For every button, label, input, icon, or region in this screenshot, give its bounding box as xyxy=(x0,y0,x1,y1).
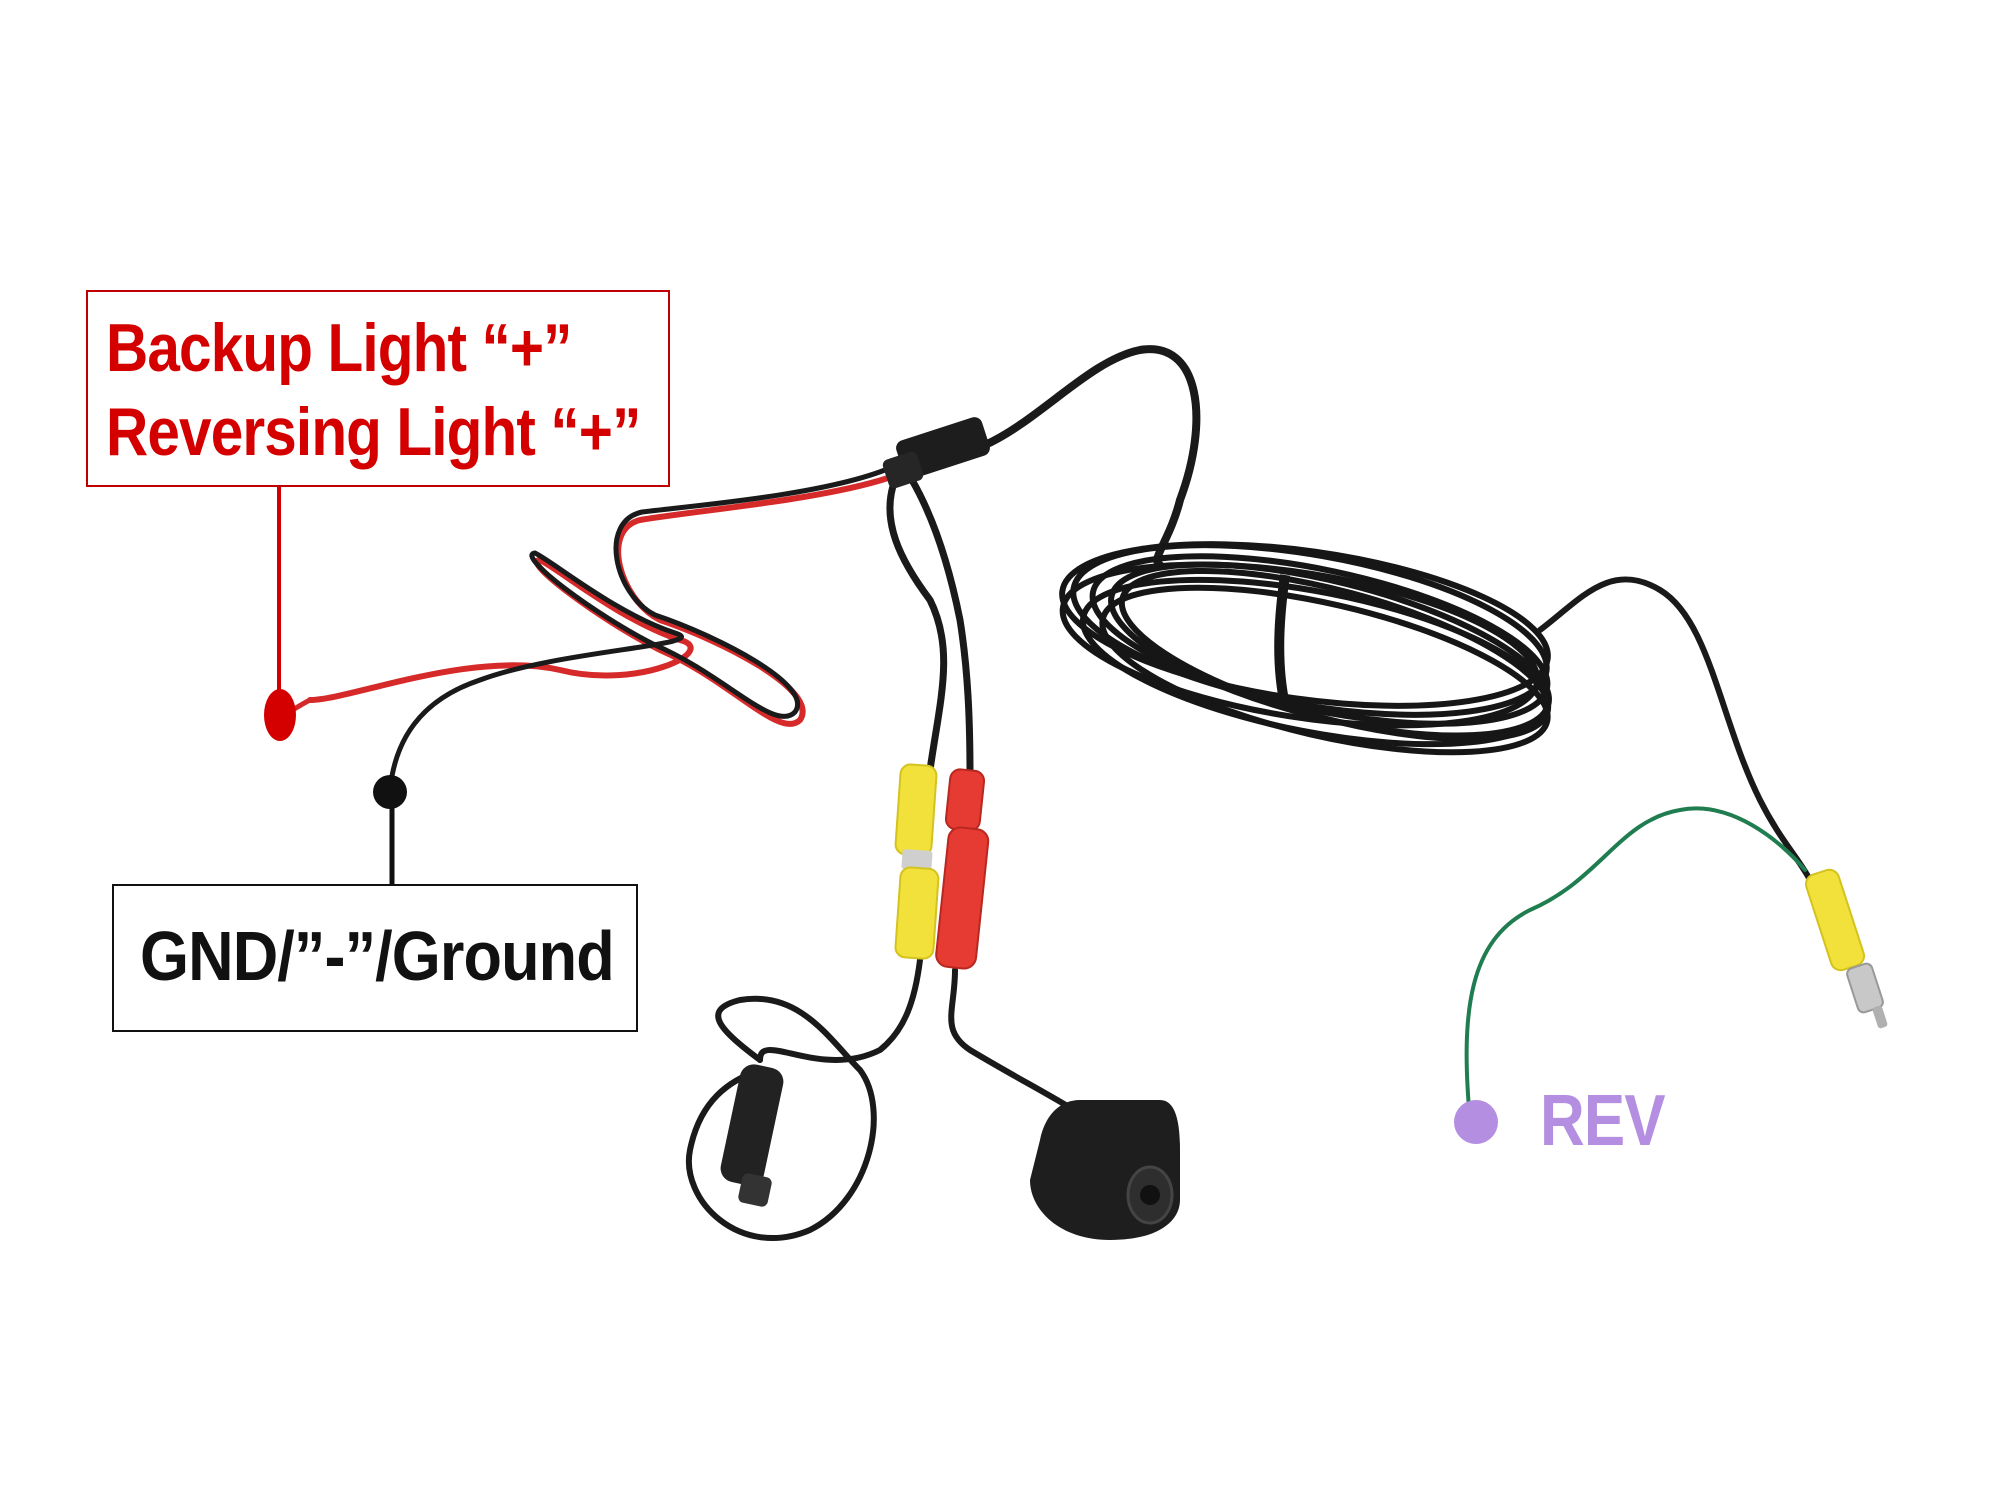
red-wire xyxy=(307,475,891,727)
cable-to-yellow-rca xyxy=(886,476,948,774)
power-harness xyxy=(279,467,891,793)
rca-connector-red-icon xyxy=(935,768,990,970)
cable-lower-red xyxy=(948,967,1093,1123)
green-rev-wire xyxy=(1464,806,1807,1122)
rca-lead xyxy=(1464,576,1813,1122)
callout-markers xyxy=(264,487,1498,1144)
rev-label: REV xyxy=(1540,1081,1666,1161)
ground-label: GND/”-”/Ground xyxy=(140,917,615,995)
rev-dot xyxy=(1454,1100,1498,1144)
cable-to-red-rca xyxy=(908,476,974,779)
camera-icon xyxy=(1030,1100,1180,1240)
positive-dot xyxy=(264,689,296,741)
barrel-connector-icon xyxy=(720,1064,784,1207)
positive-label-box: Backup Light “+” Reversing Light “+” xyxy=(86,290,670,487)
cable-lower-yellow xyxy=(757,957,923,1063)
rca-plug-icon xyxy=(1804,868,1888,1029)
main-cable xyxy=(685,345,1201,1241)
reversing-light-label: Reversing Light “+” xyxy=(106,394,641,470)
backup-light-label: Backup Light “+” xyxy=(106,310,572,386)
ground-label-box: GND/”-”/Ground xyxy=(112,884,638,1032)
rca-connector-yellow-icon xyxy=(894,763,940,960)
ground-dot xyxy=(373,775,407,809)
black-wire xyxy=(387,467,888,793)
black-lead xyxy=(1537,576,1813,883)
camera-cable-loop xyxy=(685,995,877,1241)
cable-coil-icon xyxy=(1059,541,1552,756)
cable-splitter-icon xyxy=(882,417,990,489)
cable-to-coil xyxy=(981,345,1201,569)
